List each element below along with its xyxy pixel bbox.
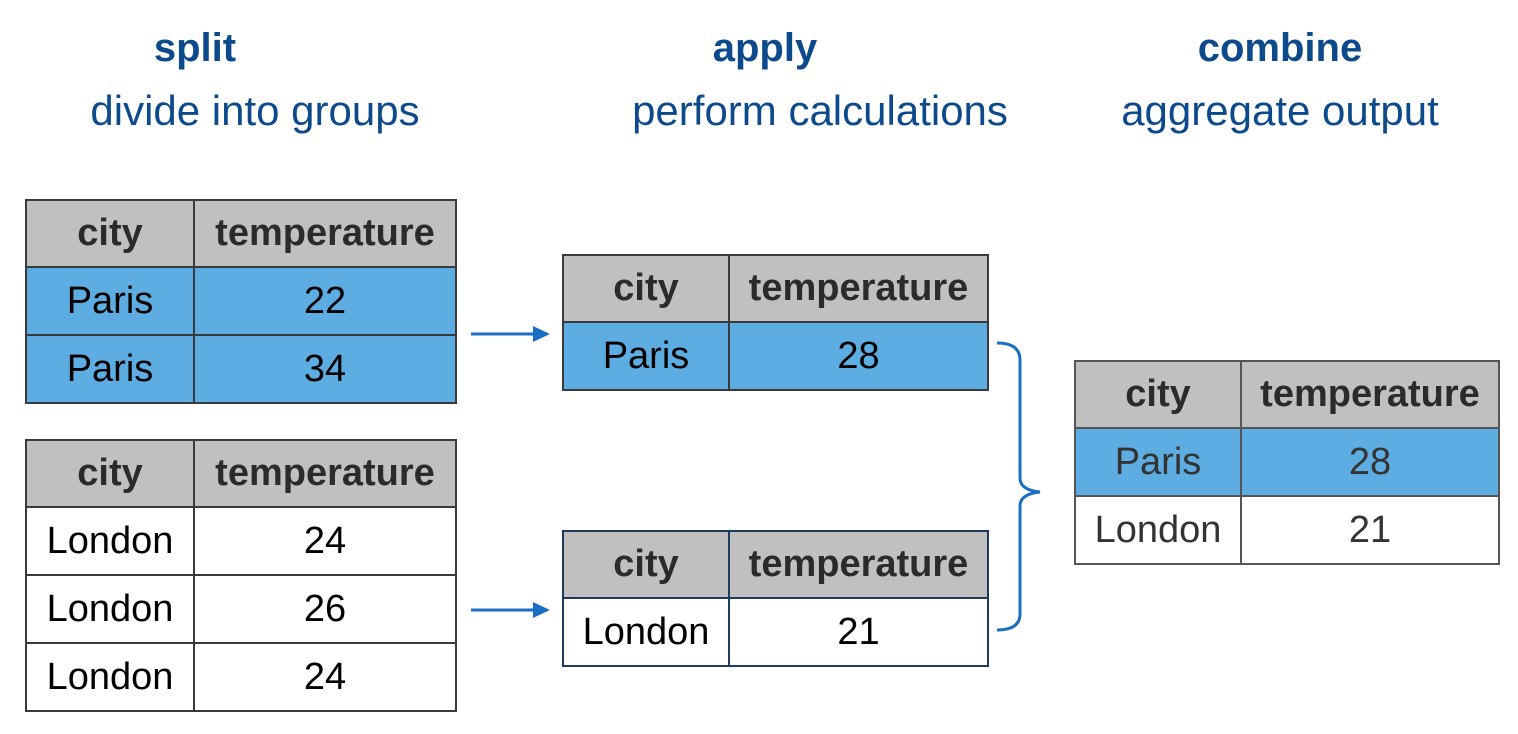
- split-subtitle: divide into groups: [90, 87, 420, 134]
- table-row: Paris 28: [562, 321, 989, 391]
- combine-title: combine: [1197, 26, 1363, 70]
- apply-heading: apply perform calculations: [600, 24, 1040, 136]
- temperature-cell: 21: [728, 597, 989, 667]
- temperature-header: temperature: [193, 199, 457, 268]
- header-row: city temperature: [562, 254, 989, 323]
- table-row: London 21: [1074, 495, 1500, 565]
- apply-subtitle: perform calculations: [632, 87, 1008, 134]
- arrow-paris-head: [533, 326, 550, 342]
- temperature-cell: 24: [193, 506, 457, 576]
- apply-london-table: city temperature London 21: [562, 530, 989, 667]
- table-row: London 24: [25, 506, 457, 576]
- table-row: London 21: [562, 597, 989, 667]
- combine-heading: combine aggregate output: [1090, 24, 1470, 136]
- city-cell: London: [25, 506, 195, 576]
- temperature-header: temperature: [728, 254, 989, 323]
- table-row: London 24: [25, 642, 457, 712]
- brace-path: [996, 341, 1041, 632]
- city-header: city: [562, 530, 730, 599]
- split-title: split: [153, 26, 237, 70]
- apply-title: apply: [712, 26, 818, 70]
- temperature-cell: 21: [1240, 495, 1500, 565]
- header-row: city temperature: [1074, 360, 1500, 429]
- temperature-cell: 26: [193, 574, 457, 644]
- temperature-cell: 24: [193, 642, 457, 712]
- city-cell: Paris: [25, 334, 195, 404]
- temperature-cell: 22: [193, 266, 457, 336]
- city-cell: London: [25, 574, 195, 644]
- table-row: Paris 34: [25, 334, 457, 404]
- temperature-cell: 28: [1240, 427, 1500, 497]
- city-header: city: [562, 254, 730, 323]
- temperature-cell: 28: [728, 321, 989, 391]
- city-cell: London: [25, 642, 195, 712]
- combine-table: city temperature Paris 28 London 21: [1074, 360, 1500, 565]
- temperature-cell: 34: [193, 334, 457, 404]
- temperature-header: temperature: [1240, 360, 1500, 429]
- split-london-table: city temperature London 24 London 26 Lon…: [25, 439, 457, 712]
- table-row: Paris 28: [1074, 427, 1500, 497]
- apply-paris-table: city temperature Paris 28: [562, 254, 989, 391]
- city-cell: Paris: [25, 266, 195, 336]
- table-row: London 26: [25, 574, 457, 644]
- city-cell: London: [1074, 495, 1242, 565]
- city-cell: Paris: [1074, 427, 1242, 497]
- table-row: Paris 22: [25, 266, 457, 336]
- city-header: city: [1074, 360, 1242, 429]
- city-cell: Paris: [562, 321, 730, 391]
- city-header: city: [25, 199, 195, 268]
- city-cell: London: [562, 597, 730, 667]
- header-row: city temperature: [25, 439, 457, 508]
- split-paris-table: city temperature Paris 22 Paris 34: [25, 199, 457, 404]
- temperature-header: temperature: [193, 439, 457, 508]
- split-heading: split divide into groups: [40, 24, 470, 136]
- combine-subtitle: aggregate output: [1121, 87, 1439, 134]
- arrow-london-head: [533, 602, 550, 618]
- temperature-header: temperature: [728, 530, 989, 599]
- header-row: city temperature: [25, 199, 457, 268]
- city-header: city: [25, 439, 195, 508]
- header-row: city temperature: [562, 530, 989, 599]
